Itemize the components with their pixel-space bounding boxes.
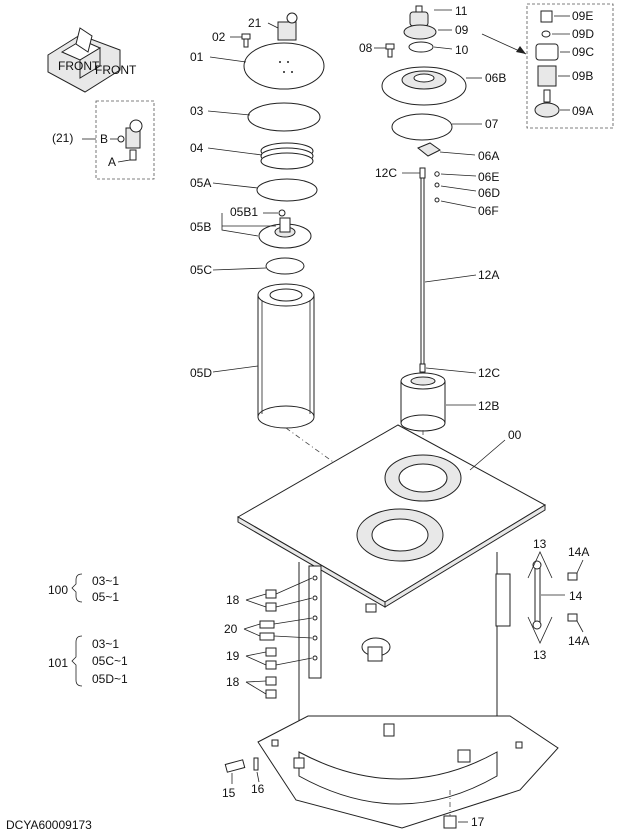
label-15: 15 xyxy=(222,786,236,800)
kit-101-item-3: 05D~1 xyxy=(92,672,128,686)
o-ring-10 xyxy=(408,41,434,53)
front-orientation-icon: FRONT FRONT xyxy=(47,27,137,93)
label-14a-bottom: 14A xyxy=(568,634,589,648)
label-09: 09 xyxy=(455,23,469,37)
detail-21-label-b: B xyxy=(100,132,108,146)
o-ring-07 xyxy=(391,113,453,141)
label-14a-top: 14A xyxy=(568,545,589,559)
label-05c: 05C xyxy=(190,263,212,277)
label-06b: 06B xyxy=(485,71,506,85)
label-10: 10 xyxy=(455,43,469,57)
cap-11: 11 xyxy=(409,4,468,27)
label-21: 21 xyxy=(248,16,262,30)
cover-06b xyxy=(381,66,467,106)
filter-element-05d xyxy=(257,283,315,429)
kit-101: 101 03~1 05C~1 05D~1 xyxy=(48,635,128,687)
label-00: 00 xyxy=(508,428,522,442)
snap-ring-05a xyxy=(256,178,318,202)
kit-100-item-2: 05~1 xyxy=(92,590,119,604)
kit-100-number: 100 xyxy=(48,583,68,597)
detail-21-label-a: A xyxy=(108,155,116,169)
front-sign-text-2: FRONT xyxy=(95,63,137,77)
sight-gauge-14 xyxy=(532,560,542,630)
label-12a: 12A xyxy=(478,268,499,282)
label-05b1: 05B1 xyxy=(230,205,258,219)
label-18-top: 18 xyxy=(226,593,240,607)
label-20: 20 xyxy=(224,622,238,636)
kit-100-item-1: 03~1 xyxy=(92,574,119,588)
label-12c-bottom: 12C xyxy=(478,366,500,380)
label-11: 11 xyxy=(455,4,468,18)
washer-06e xyxy=(434,171,440,177)
plugs-18-19-20 xyxy=(259,589,277,699)
label-14: 14 xyxy=(569,589,583,603)
bolt-14a-bottom xyxy=(567,613,584,633)
kit-101-item-1: 03~1 xyxy=(92,637,119,651)
valve-05b xyxy=(258,217,312,249)
label-18-bottom: 18 xyxy=(226,675,240,689)
detail-21-title: (21) xyxy=(52,131,73,145)
plug-17 xyxy=(443,790,457,829)
label-05d: 05D xyxy=(190,366,212,380)
breather-valve-21: 21 xyxy=(248,12,298,41)
tank-00 xyxy=(236,424,559,829)
label-13-top: 13 xyxy=(533,537,547,551)
label-08: 08 xyxy=(359,41,373,55)
detail-09c-label: 09C xyxy=(572,45,594,59)
gasket-03 xyxy=(247,102,321,132)
bolt-08: 08 xyxy=(359,41,395,58)
kit-100: 100 03~1 05~1 xyxy=(48,573,119,604)
clip-12c-top xyxy=(419,167,426,179)
label-06f: 06F xyxy=(478,204,499,218)
label-12c-top: 12C xyxy=(375,166,397,180)
drain-plug-15 xyxy=(224,759,246,773)
label-19: 19 xyxy=(226,649,240,663)
clip-12c-bottom xyxy=(419,363,426,373)
bolt-02: 02 xyxy=(212,30,251,48)
detail-09b-label: 09B xyxy=(572,69,593,83)
label-05b: 05B xyxy=(190,220,211,234)
label-04: 04 xyxy=(190,141,204,155)
label-02: 02 xyxy=(212,30,226,44)
o-ring-16 xyxy=(253,757,259,771)
strainer-12b xyxy=(400,372,446,432)
detail-09e-label: 09E xyxy=(572,9,593,23)
rod-12a xyxy=(420,177,425,367)
washer-06d xyxy=(434,182,440,188)
spring-04 xyxy=(260,142,314,170)
detail-09-pointer-head xyxy=(516,46,526,54)
o-ring-05c xyxy=(265,257,305,275)
label-17: 17 xyxy=(471,815,485,829)
detail-09d-label: 09D xyxy=(572,27,594,41)
nut-06f xyxy=(434,197,440,203)
label-03: 03 xyxy=(190,104,204,118)
detail-21-box: (21) B A xyxy=(52,100,155,180)
bolt-14a-top xyxy=(567,559,584,581)
label-13-bottom: 13 xyxy=(533,648,547,662)
label-06d: 06D xyxy=(478,186,500,200)
kit-101-number: 101 xyxy=(48,656,68,670)
detail-09-box: 09E 09D 09C 09B 09A xyxy=(526,3,614,129)
label-12b: 12B xyxy=(478,399,499,413)
label-06e: 06E xyxy=(478,170,499,184)
label-05a: 05A xyxy=(190,176,211,190)
cover-plate-01 xyxy=(243,42,325,90)
label-01: 01 xyxy=(190,50,204,64)
label-16: 16 xyxy=(251,782,265,796)
label-06a: 06A xyxy=(478,149,499,163)
label-07: 07 xyxy=(485,117,499,131)
detail-09a-label: 09A xyxy=(572,104,593,118)
bracket-06a xyxy=(417,142,441,157)
front-sign-text-1: FRONT xyxy=(58,59,100,73)
cover-09 xyxy=(403,24,437,40)
document-id: DCYA60009173 xyxy=(6,818,92,832)
kit-101-item-2: 05C~1 xyxy=(92,654,128,668)
ring-05b1 xyxy=(278,209,286,217)
